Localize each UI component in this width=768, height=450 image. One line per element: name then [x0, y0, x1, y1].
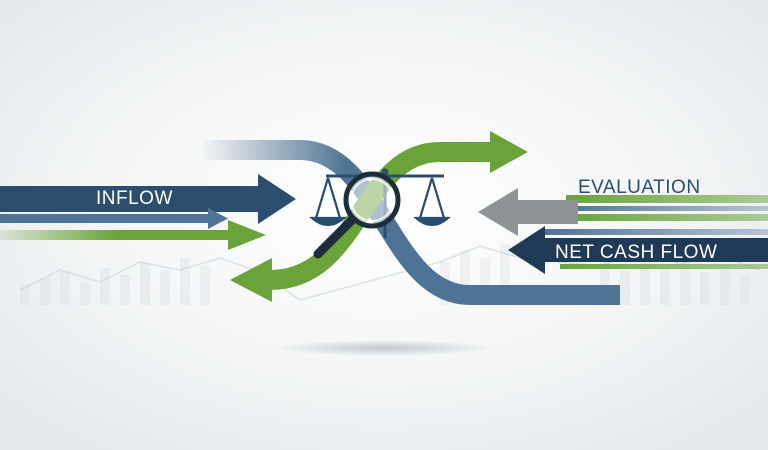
net-cash-arrowhead: [508, 226, 545, 274]
inflow-stripe-blue: [0, 214, 212, 223]
gray-arrow-shaft: [516, 200, 578, 224]
magnifying-glass-icon: [313, 171, 401, 259]
green-arrowhead-bottom-left: [230, 258, 272, 302]
outflow-arrow-group: [478, 188, 768, 274]
inflow-arrow-shaft: [0, 186, 262, 212]
net-cash-arrow-shaft: [540, 238, 768, 262]
inflow-arrowhead: [258, 174, 296, 224]
evaluation-stripe-blue: [566, 206, 768, 211]
floor-shadow: [274, 340, 494, 356]
evaluation-label: EVALUATION: [578, 177, 701, 198]
inflow-label: INFLOW: [96, 188, 173, 209]
evaluation-stripe-green-lower: [566, 214, 768, 221]
net-cash-stripe-green: [560, 264, 768, 269]
green-arrowhead-top-right: [490, 131, 528, 173]
inflow-arrow-group: [0, 174, 296, 250]
inflow-stripe-green: [0, 230, 232, 240]
net-cash-stripe-blue: [545, 229, 768, 235]
net-cash-flow-label: NET CASH FLOW: [555, 242, 718, 263]
inflow-stripe-blue-head: [208, 208, 228, 229]
gray-arrowhead: [478, 188, 518, 236]
evaluation-stripe-green: [566, 195, 768, 203]
inflow-stripe-green-head: [228, 220, 266, 250]
